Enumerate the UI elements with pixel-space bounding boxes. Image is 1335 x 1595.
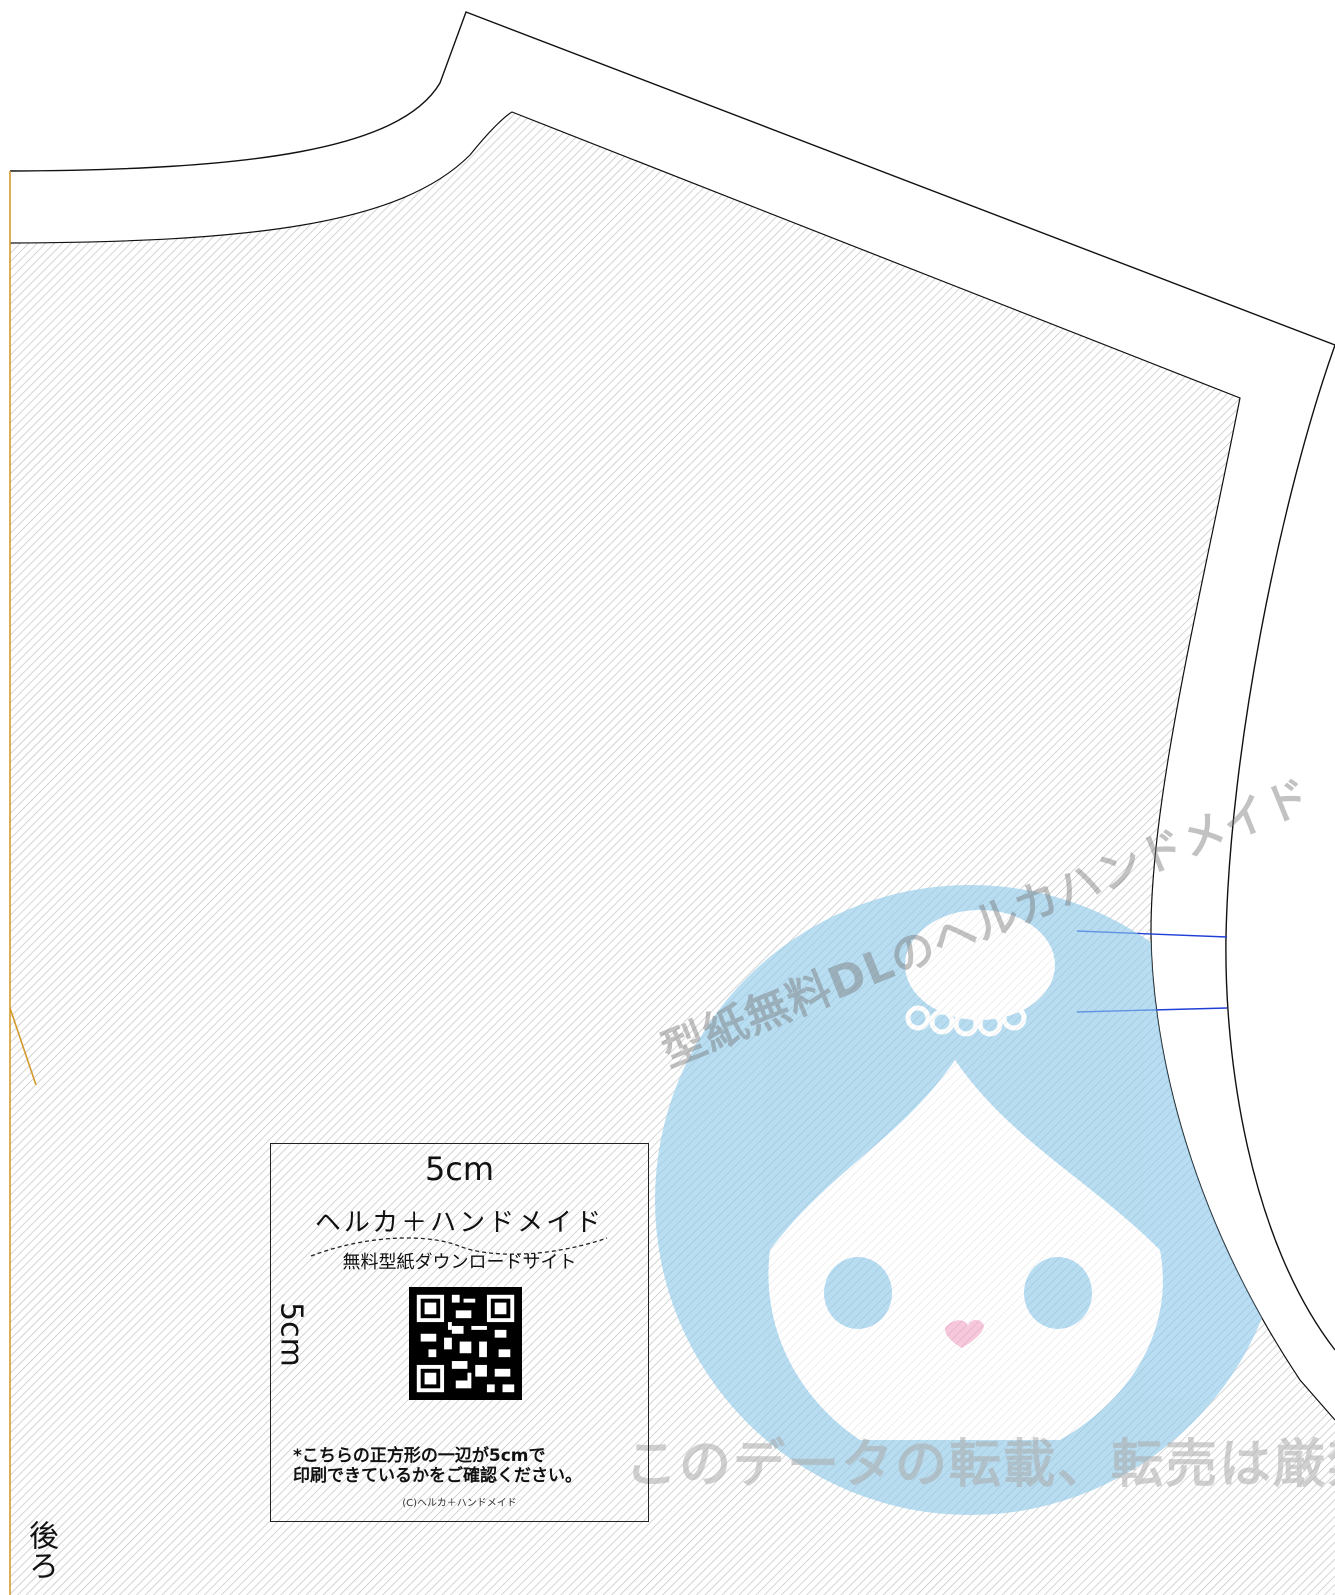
finished-line [9, 111, 1335, 1421]
fold-marker [9, 1007, 37, 1086]
copyright-text: (C)ヘルカ＋ハンドメイド [402, 1498, 517, 1509]
cut-line [9, 11, 1335, 1351]
print-check-note: *こちらの正方形の一辺が5cmで 印刷できているかをご確認ください。 [293, 1446, 582, 1486]
calibration-width-label: 5cm [424, 1150, 495, 1188]
dashed-ornament [310, 1237, 608, 1257]
print-check-note-line1: *こちらの正方形の一辺が5cmで [293, 1446, 546, 1466]
qr-code [409, 1287, 522, 1400]
watermark-logo [655, 885, 1285, 1515]
print-check-note-line2: 印刷できているかをご確認ください。 [293, 1466, 582, 1486]
site-tagline: 無料型紙ダウンロードサイト [342, 1252, 577, 1273]
calibration-square: 5cm 5cm ヘルカ＋ハンドメイド 無料型紙ダウンロードサイト [270, 1143, 649, 1522]
brand-name: ヘルカ＋ハンドメイド [314, 1208, 605, 1238]
calibration-height-label: 5cm [273, 1301, 309, 1367]
piece-label: 後ろ [23, 1520, 58, 1580]
watermark-bottom-text: このデータの転載、転売は厳禁 [625, 1435, 1335, 1495]
